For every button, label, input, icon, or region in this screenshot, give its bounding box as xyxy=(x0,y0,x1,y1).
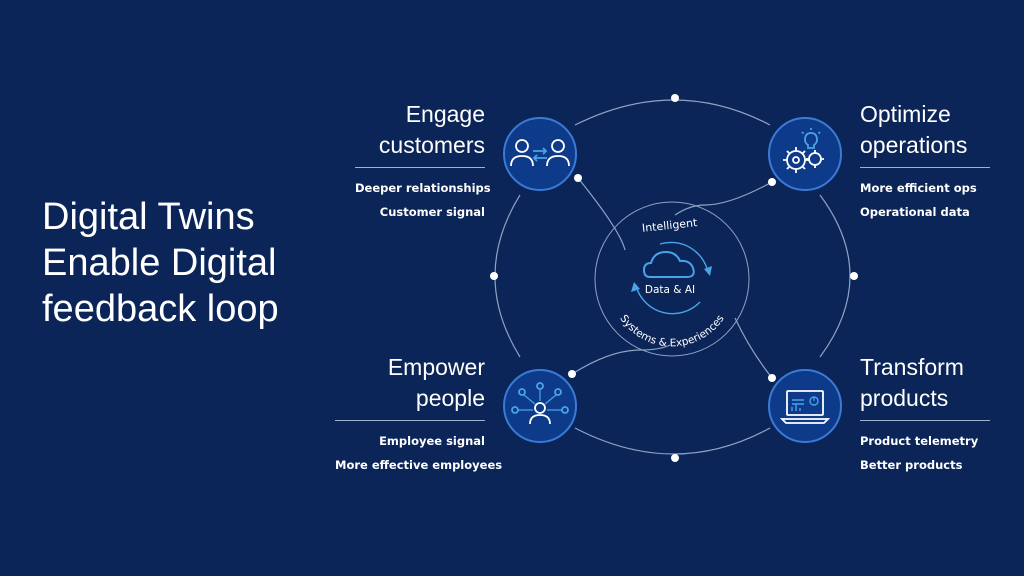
title-line-1: Digital Twins xyxy=(42,196,255,238)
dot-left xyxy=(490,272,498,280)
cycle-arrowhead-left xyxy=(631,282,640,292)
quadrant-engage-customers: Engage customers Deeper relationships Cu… xyxy=(355,99,491,224)
people-exchange-icon xyxy=(510,139,570,167)
engage-divider xyxy=(355,167,485,168)
empower-heading: Empower people xyxy=(335,352,485,414)
dot-transform xyxy=(768,374,776,382)
node-optimize xyxy=(768,117,842,191)
quadrant-empower-people: Empower people Employee signal More effe… xyxy=(335,352,503,477)
transform-heading-line-2: products xyxy=(860,385,949,411)
dot-empower xyxy=(568,370,576,378)
engage-heading-line-2: customers xyxy=(378,132,485,158)
empower-item-2: More effective employees xyxy=(335,458,503,472)
person-network-icon xyxy=(511,382,569,425)
dot-right xyxy=(850,272,858,280)
loop-dots xyxy=(490,94,858,462)
title-line-3: feedback loop xyxy=(42,288,279,330)
arc-top xyxy=(574,99,771,126)
dot-top xyxy=(671,94,679,102)
center-top-label: Intelligent xyxy=(641,216,698,235)
title-line-2: Enable Digital xyxy=(42,242,277,284)
arc-right xyxy=(819,194,851,358)
optimize-divider xyxy=(860,167,990,168)
cloud-icon xyxy=(642,250,695,278)
node-transform xyxy=(768,369,842,443)
cycle-arrow-bottom xyxy=(635,285,701,315)
transform-item-1: Product telemetry xyxy=(860,434,979,448)
empower-divider xyxy=(335,420,485,421)
empower-heading-line-1: Empower xyxy=(387,354,485,380)
optimize-item-1: More efficient ops xyxy=(860,181,977,195)
quadrant-transform-products: Transform products Product telemetry Bet… xyxy=(860,352,990,477)
engage-heading: Engage customers xyxy=(355,99,485,161)
gears-lightbulb-icon xyxy=(783,128,824,173)
cycle-arrowhead-right xyxy=(704,266,712,276)
engage-item-2: Customer signal xyxy=(379,205,485,219)
connector-engage xyxy=(577,177,626,251)
optimize-heading-line-1: Optimize xyxy=(860,101,951,127)
arc-left xyxy=(494,194,521,358)
node-empower xyxy=(503,369,577,443)
transform-heading-line-1: Transform xyxy=(860,354,964,380)
empower-item-1: Employee signal xyxy=(379,434,485,448)
optimize-heading: Optimize operations xyxy=(860,99,990,161)
connector-empower xyxy=(571,344,671,375)
dot-engage xyxy=(574,174,582,182)
transform-heading: Transform products xyxy=(860,352,990,414)
node-engage xyxy=(503,117,577,191)
quadrant-optimize-operations: Optimize operations More efficient ops O… xyxy=(860,99,990,224)
center-hub: Intelligent Data & AI Systems & Experien… xyxy=(594,201,750,357)
empower-heading-line-2: people xyxy=(415,385,485,411)
engage-heading-line-1: Engage xyxy=(405,101,485,127)
transform-item-2: Better products xyxy=(860,458,963,472)
laptop-telemetry-icon xyxy=(779,390,831,424)
connector-optimize xyxy=(674,181,773,216)
slide-title: Digital Twins Enable Digital feedback lo… xyxy=(42,194,342,332)
transform-divider xyxy=(860,420,990,421)
arc-bottom xyxy=(574,427,771,455)
center-core-label: Data & AI xyxy=(645,284,695,296)
connector-transform xyxy=(734,317,773,379)
optimize-heading-line-2: operations xyxy=(860,132,968,158)
cycle-arrow-top xyxy=(659,241,709,273)
optimize-item-2: Operational data xyxy=(860,205,970,219)
dot-optimize xyxy=(768,178,776,186)
dot-bottom xyxy=(671,454,679,462)
engage-item-1: Deeper relationships xyxy=(355,181,491,195)
center-bottom-label: Systems & Experiences xyxy=(617,313,726,350)
